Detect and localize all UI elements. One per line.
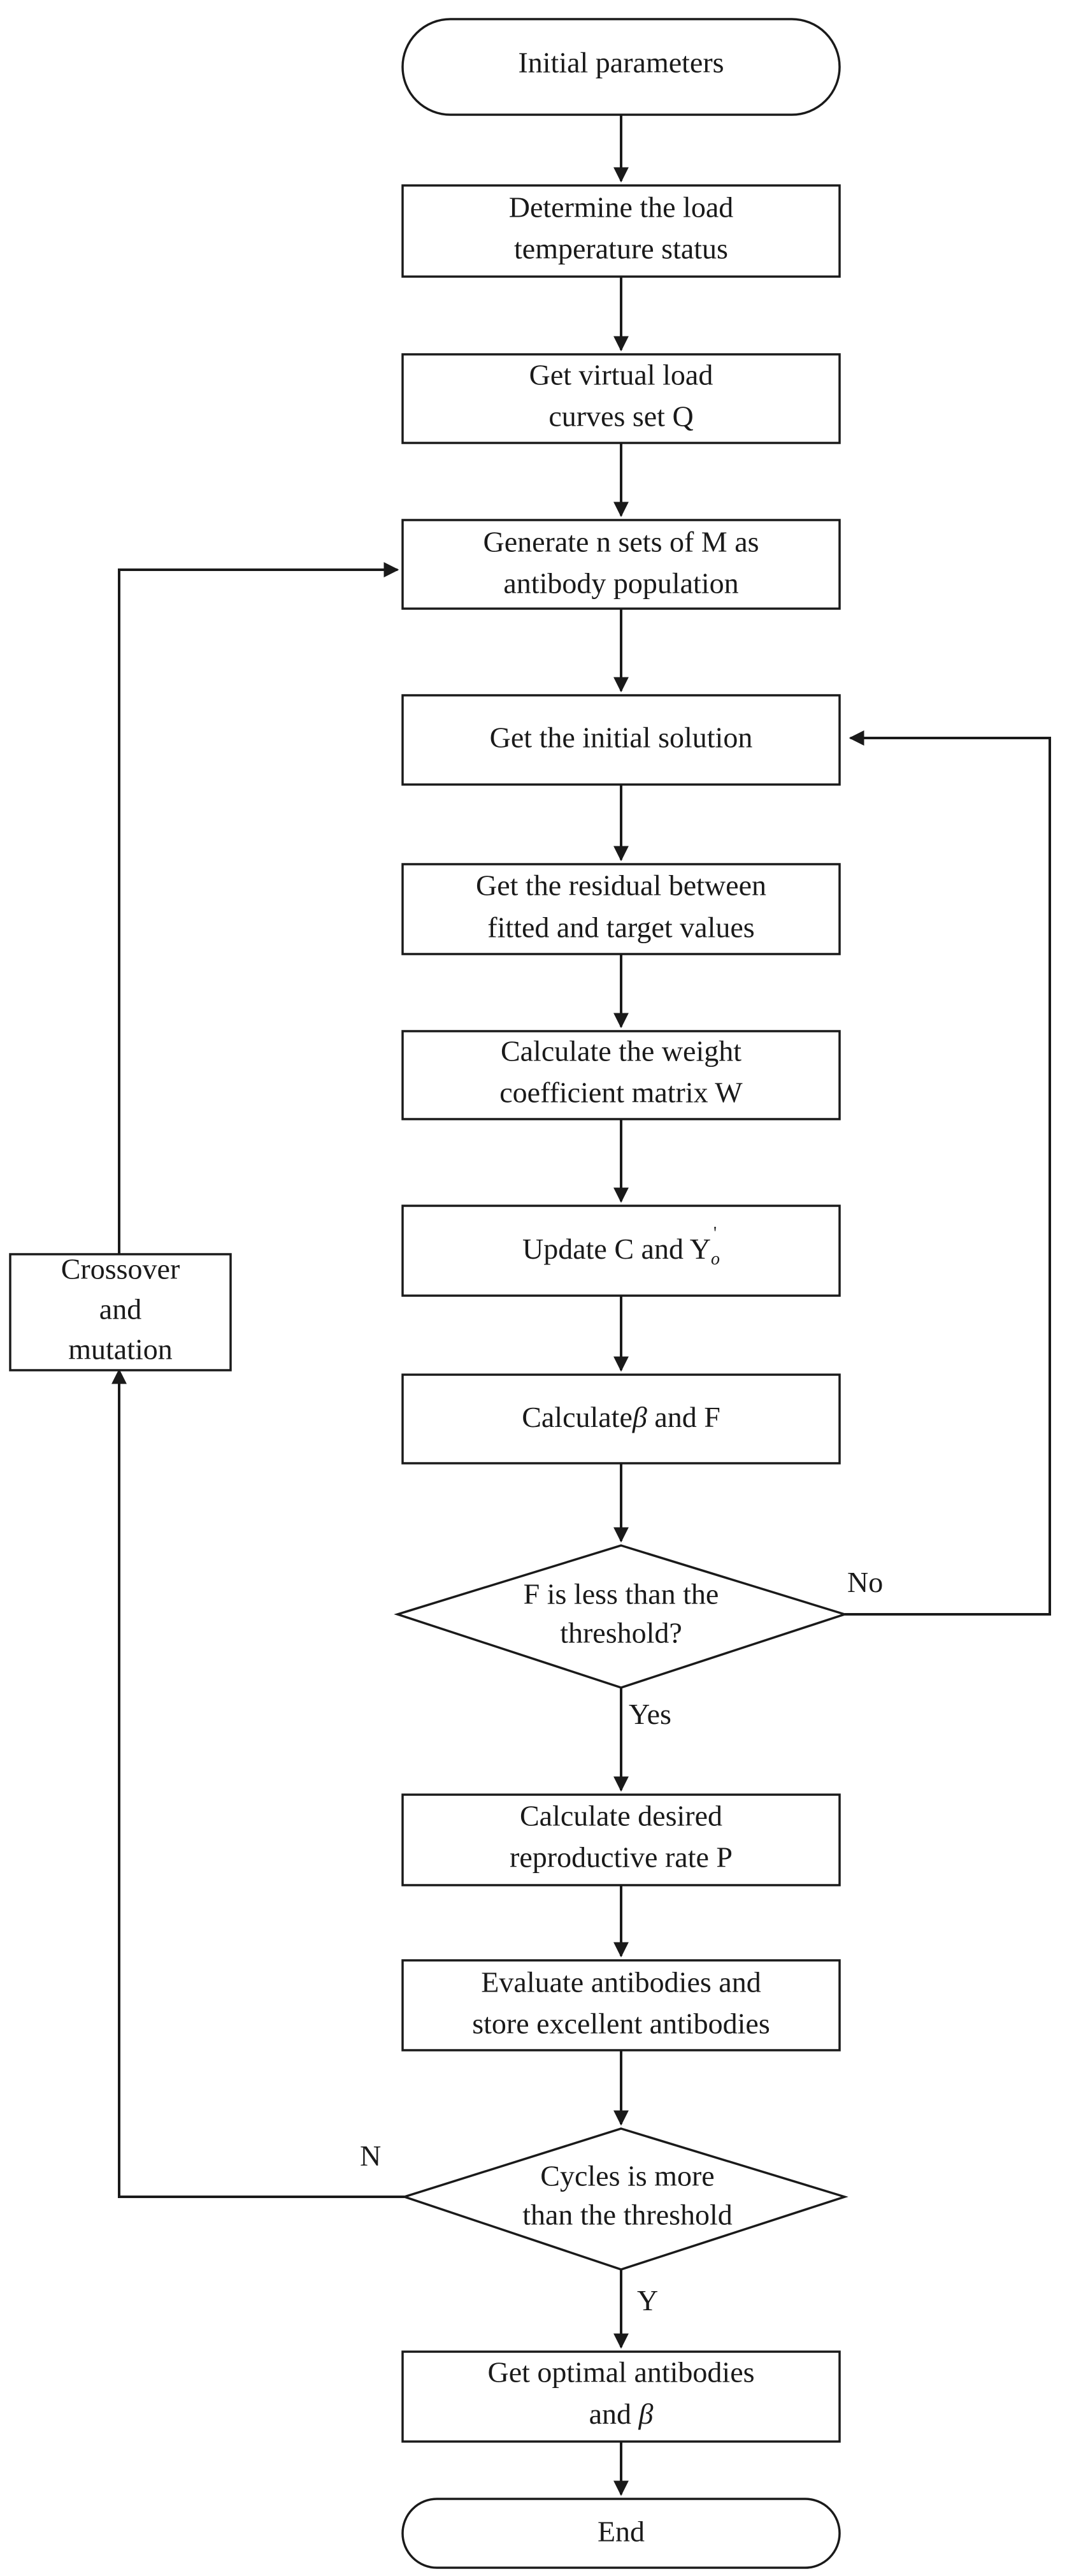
start-label: Initial parameters xyxy=(518,47,724,79)
cycles-threshold-decision xyxy=(401,2127,849,2271)
calc-beta-symbol: β xyxy=(632,1401,647,1433)
optimal-beta-symbol: β xyxy=(638,2398,654,2430)
calc-beta-f-text-a: Calculate xyxy=(522,1401,633,1433)
update-c-y-label: Update C and Yo ' xyxy=(522,1224,720,1269)
weight-matrix-label-line2: coefficient matrix W xyxy=(499,1076,743,1109)
update-c-y-text: Update C and Y xyxy=(522,1233,711,1265)
cycles-threshold-label-line2: than the threshold xyxy=(522,2199,733,2231)
load-temp-label-line2: temperature status xyxy=(514,233,728,265)
weight-matrix-box xyxy=(401,1030,841,1120)
reproductive-rate-label-line1: Calculate desired xyxy=(520,1800,722,1832)
calc-beta-f-label: Calculateβ and F xyxy=(522,1401,720,1433)
virtual-curves-label-line1: Get virtual load xyxy=(529,359,713,391)
optimal-box xyxy=(401,2350,841,2443)
edge-label-yes: Yes xyxy=(629,1698,671,1730)
edge-label-no: No xyxy=(847,1566,883,1598)
optimal-label-line2: and β xyxy=(589,2398,654,2430)
load-temp-label-line1: Determine the load xyxy=(509,191,734,224)
start-terminal xyxy=(401,18,841,116)
virtual-curves-box xyxy=(401,353,841,444)
reproductive-rate-box xyxy=(401,1793,841,1886)
f-threshold-label-line1: F is less than the xyxy=(524,1578,719,1610)
evaluate-label-line2: store excellent antibodies xyxy=(472,2008,770,2040)
residual-box xyxy=(401,863,841,955)
update-y-subscript: o xyxy=(711,1249,720,1269)
edge-label-n: N xyxy=(360,2139,381,2172)
load-temp-box xyxy=(401,184,841,278)
evaluate-box xyxy=(401,1959,841,2051)
update-c-y-box xyxy=(401,1205,841,1297)
edge-crossover-to-generate xyxy=(118,562,399,1254)
weight-matrix-label-line1: Calculate the weight xyxy=(501,1035,741,1067)
f-threshold-decision xyxy=(394,1544,849,1689)
optimal-label-line1: Get optimal antibodies xyxy=(487,2356,754,2389)
generate-pop-label-line1: Generate n sets of M as xyxy=(483,526,759,558)
crossover-label-line3: mutation xyxy=(68,1333,173,1366)
edge-labels: No Yes N Y xyxy=(360,1566,883,2317)
edge-cycles-decision-n-to-crossover xyxy=(111,1368,405,2198)
initial-solution-box xyxy=(401,694,841,786)
f-threshold-label-line2: threshold? xyxy=(560,1617,682,1649)
residual-label-line1: Get the residual between xyxy=(476,869,766,902)
generate-pop-label-line2: antibody population xyxy=(503,567,738,600)
initial-solution-label: Get the initial solution xyxy=(490,721,753,754)
edge-f-decision-no-loop xyxy=(845,730,1051,1616)
shapes xyxy=(9,18,849,2569)
evaluate-label-line1: Evaluate antibodies and xyxy=(481,1966,761,1999)
calc-beta-f-box xyxy=(401,1373,841,1465)
crossover-box xyxy=(9,1253,232,1371)
end-terminal xyxy=(401,2498,841,2569)
residual-label-line2: fitted and target values xyxy=(487,911,754,944)
connectors xyxy=(111,115,1051,2496)
virtual-curves-label-line2: curves set Q xyxy=(548,400,693,433)
end-label: End xyxy=(598,2515,645,2548)
optimal-label-and: and xyxy=(589,2398,639,2430)
calc-beta-f-text-b: and F xyxy=(647,1401,720,1433)
update-y-prime: ' xyxy=(713,1224,717,1243)
crossover-label-line2: and xyxy=(99,1293,141,1326)
node-labels: Initial parameters Determine the load te… xyxy=(61,47,770,2548)
cycles-threshold-label-line1: Cycles is more xyxy=(540,2160,714,2192)
reproductive-rate-label-line2: reproductive rate P xyxy=(510,1841,733,1874)
generate-population-box xyxy=(401,519,841,610)
edge-label-y: Y xyxy=(637,2284,658,2317)
crossover-label-line1: Crossover xyxy=(61,1253,180,1285)
